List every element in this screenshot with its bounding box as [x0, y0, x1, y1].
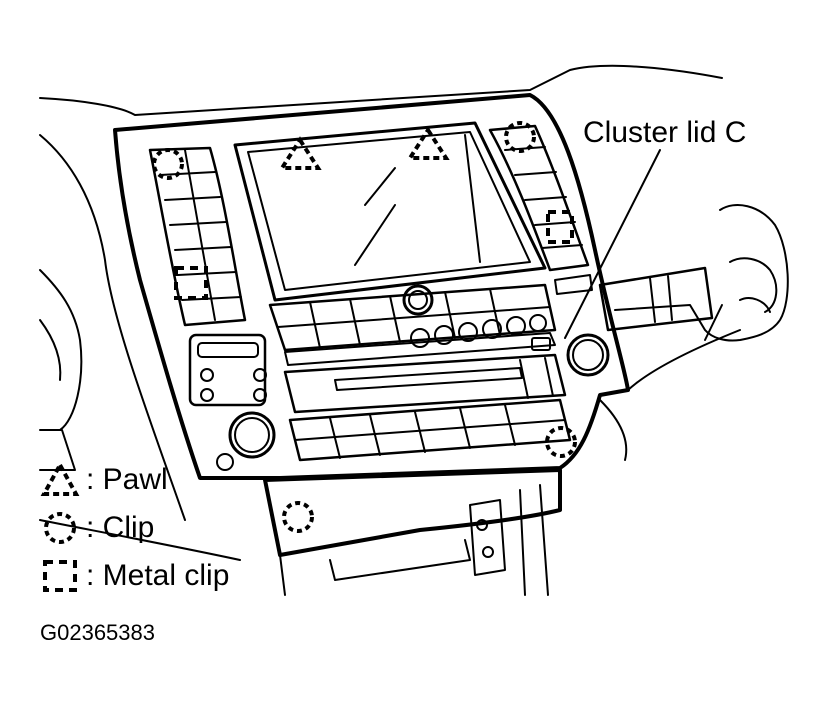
left-knob: [228, 411, 276, 459]
metal-clip-legend-icon: [43, 560, 77, 592]
lower-trim-panel: [263, 468, 562, 557]
left-air-vent: [148, 146, 247, 327]
figure-id: G02365383: [40, 620, 155, 645]
legend-label-metal-clip: : Metal clip: [86, 559, 230, 592]
dashboard-top-outline: [39, 64, 723, 116]
cluster-lid-c-panel: [113, 93, 630, 480]
display-bezel: [233, 121, 547, 302]
left-switch-pack: [188, 333, 267, 407]
display-screen: [247, 131, 531, 291]
legend-label-pawl: : Pawl: [86, 463, 168, 496]
clip-legend-icon: [44, 512, 76, 544]
audio-control-panel: [268, 283, 557, 352]
clip-marker: [282, 501, 314, 533]
clip-marker: [504, 121, 536, 153]
callout-label-cluster-lid-c: Cluster lid C: [583, 116, 747, 149]
removal-tool: [598, 266, 714, 332]
legend-item-metal-clip: : Metal clip: [40, 558, 229, 594]
legend-item-clip: : Clip: [40, 510, 154, 546]
pawl-legend-icon: [40, 462, 80, 496]
climate-control-panel: [283, 353, 567, 414]
callout-leader-line: [564, 149, 661, 339]
clip-marker: [545, 426, 577, 458]
right-air-vent: [488, 124, 590, 272]
right-console-outline: [627, 329, 741, 391]
metal-clip-marker: [174, 266, 208, 300]
clip-marker: [152, 148, 184, 180]
legend-label-clip: : Clip: [86, 511, 155, 544]
hand-outline: [614, 204, 789, 342]
pawl-marker: [406, 126, 450, 160]
audio-knob: [402, 284, 434, 316]
dashboard-left-outline: [39, 134, 186, 521]
metal-clip-marker: [546, 210, 574, 244]
right-knob: [566, 333, 610, 377]
pawl-marker: [278, 136, 322, 170]
preset-buttons: [410, 314, 547, 348]
legend-item-pawl: : Pawl: [40, 462, 168, 498]
